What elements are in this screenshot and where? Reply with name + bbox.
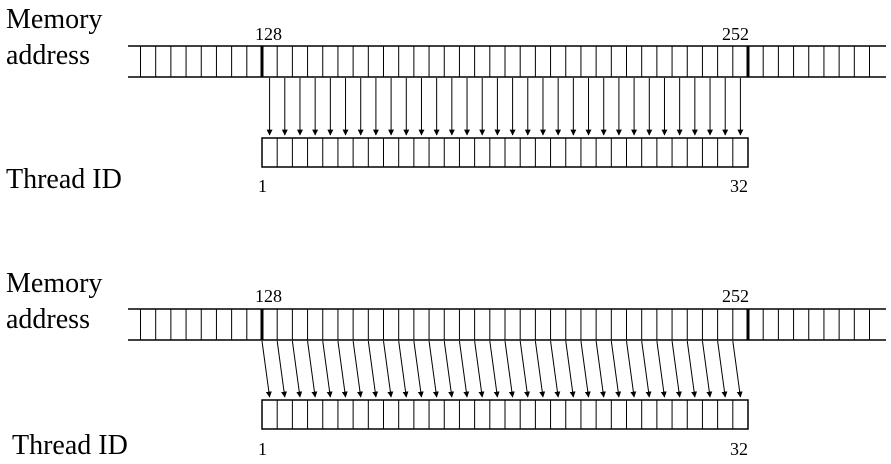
memory-label-line1: Memory — [6, 268, 102, 299]
thread-label: Thread ID — [6, 164, 122, 195]
access-arrow — [580, 340, 591, 398]
access-arrow — [534, 340, 546, 398]
access-arrow — [413, 340, 424, 398]
memory-label-line1: Memory — [6, 4, 102, 35]
panel-aligned-graphics — [128, 45, 886, 168]
thread-end-label: 32 — [730, 176, 748, 196]
access-arrow — [261, 340, 272, 398]
memory-label-line2: address — [6, 40, 90, 71]
access-arrow — [610, 340, 622, 398]
access-arrow — [474, 340, 485, 398]
access-arrow — [428, 340, 439, 398]
access-arrow — [519, 340, 531, 398]
thread-start-label: 1 — [258, 176, 267, 196]
access-arrow — [489, 340, 500, 398]
mem-end-label: 252 — [722, 24, 749, 44]
access-arrow — [504, 340, 515, 398]
access-arrow — [367, 340, 379, 398]
access-arrow — [717, 340, 728, 398]
access-arrow — [443, 340, 455, 398]
mem-start-label: 128 — [255, 24, 282, 44]
panel-aligned: Memory address Thread ID 128 252 1 32 — [6, 4, 886, 196]
access-arrow — [626, 340, 637, 398]
mem-start-label: 128 — [255, 286, 282, 306]
access-arrow — [732, 340, 743, 398]
thread-label: Thread ID — [12, 430, 128, 461]
panel-misaligned: Memory address Thread ID 128 252 1 32 — [6, 268, 886, 461]
access-arrow — [641, 340, 652, 398]
access-arrow — [671, 340, 682, 398]
access-arrow — [550, 340, 561, 398]
access-arrow — [352, 340, 363, 398]
access-arrow — [337, 340, 348, 398]
access-arrow — [656, 340, 667, 398]
access-arrow — [398, 340, 409, 398]
thread-end-label: 32 — [730, 439, 748, 459]
panel-misaligned-graphics — [128, 308, 886, 430]
access-arrow — [458, 340, 470, 398]
access-arrow — [322, 340, 333, 398]
access-arrow — [595, 340, 606, 398]
access-arrow — [291, 340, 303, 398]
access-arrow — [701, 340, 713, 398]
access-arrow — [307, 340, 318, 398]
mem-end-label: 252 — [722, 286, 749, 306]
access-arrow — [276, 340, 288, 398]
access-arrow — [383, 340, 394, 398]
memory-label-line2: address — [6, 304, 90, 335]
access-arrow — [565, 340, 576, 398]
access-arrow — [686, 340, 698, 398]
thread-start-label: 1 — [258, 439, 267, 459]
